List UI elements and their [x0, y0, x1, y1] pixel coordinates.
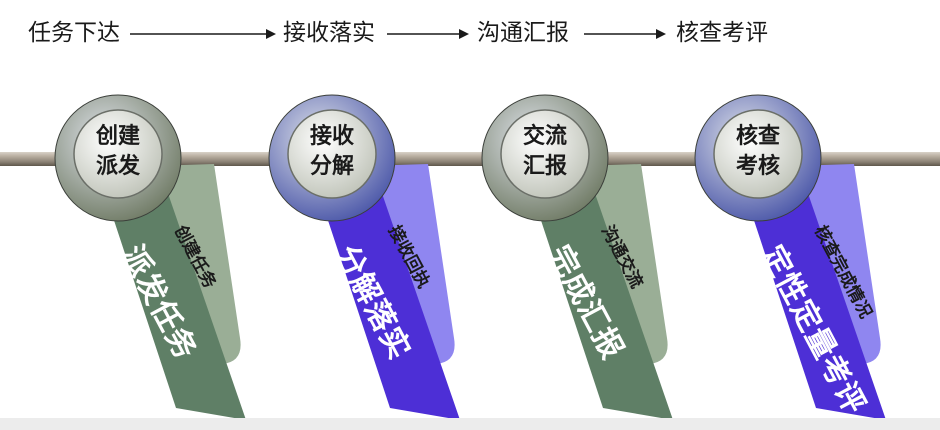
bottom-band [0, 418, 940, 430]
ribbon-front-4 [740, 176, 886, 420]
flow-row: 任务下达 接收落实 沟通汇报 核查考评 [0, 0, 940, 70]
flow-step-1: 任务下达 [28, 20, 120, 46]
disc-face-3 [500, 109, 590, 199]
disc-label-2-line-1: 接收 [309, 124, 354, 149]
disc-face-4 [713, 109, 803, 199]
ribbon-front-1 [100, 176, 246, 420]
disc-label-1-line-1: 创建 [95, 124, 140, 149]
ribbon-front-2 [314, 176, 460, 420]
flow-step-3: 沟通汇报 [477, 20, 569, 46]
ribbon-front-3 [527, 176, 673, 420]
disc-label-3-line-1: 交流 [522, 124, 567, 149]
flow-step-2: 接收落实 [283, 20, 375, 46]
flow-arrow-1 [130, 29, 276, 39]
flow-arrow-2 [387, 29, 469, 39]
disc-face-2 [287, 109, 377, 199]
flow-arrow-3 [584, 29, 666, 39]
disc-label-2-line-2: 分解 [309, 154, 354, 179]
disc-label-3-line-2: 汇报 [522, 154, 567, 179]
flow-step-4: 核查考评 [676, 20, 768, 46]
disc-label-4-line-2: 考核 [735, 154, 780, 179]
disc-face-1 [73, 109, 163, 199]
disc-label-1-line-2: 派发 [95, 154, 140, 179]
disc-label-4-line-1: 核查 [735, 124, 780, 149]
